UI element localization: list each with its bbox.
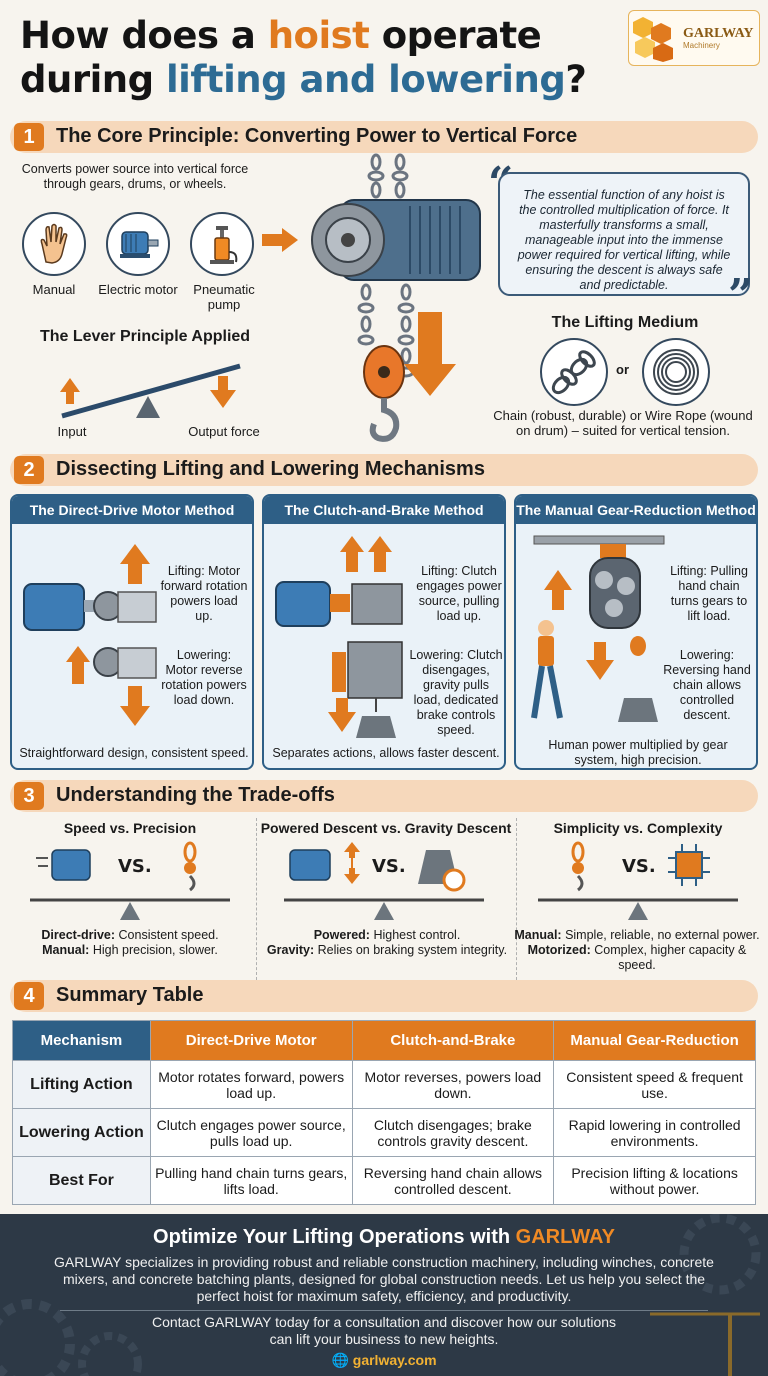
section-title: The Core Principle: Converting Power to … bbox=[56, 125, 578, 147]
table-row-header: Lifting Action bbox=[12, 1060, 151, 1109]
hand-icon bbox=[22, 212, 86, 276]
arrow-right-icon bbox=[262, 228, 298, 252]
source-label-pneumatic: Pneumatic pump bbox=[193, 282, 255, 312]
gear-background-icon bbox=[0, 1214, 761, 1376]
footer: Optimize Your Lifting Operations with GA… bbox=[0, 1214, 768, 1376]
tradeoff-text: Manual: Simple, reliable, no external po… bbox=[514, 928, 760, 972]
logo-name: GARLWAY bbox=[683, 26, 754, 41]
lever-title: The Lever Principle Applied bbox=[39, 328, 251, 345]
divider bbox=[256, 818, 257, 980]
pneumatic-pump-icon bbox=[190, 212, 254, 276]
panel-lift-text: Lifting: Pulling hand chain turns gears … bbox=[670, 564, 748, 623]
chain-icon bbox=[540, 338, 608, 406]
panel-title: The Direct-Drive Motor Method bbox=[12, 496, 252, 524]
vs-label: VS. bbox=[622, 856, 656, 877]
medium-text: Chain (robust, durable) or Wire Rope (wo… bbox=[493, 408, 753, 438]
table-header-row: Mechanism Direct-Drive Motor Clutch-and-… bbox=[12, 1020, 756, 1061]
footer-title: Optimize Your Lifting Operations with GA… bbox=[153, 1226, 615, 1248]
section-number: 3 bbox=[14, 782, 44, 810]
table-cell: Pulling hand chain turns gears, lifts lo… bbox=[149, 1156, 353, 1205]
medium-or: or bbox=[616, 362, 629, 377]
powered-gravity-scale-icon bbox=[284, 842, 484, 920]
clutch-brake-icon bbox=[275, 536, 403, 738]
table-cell: Reversing hand chain allows controlled d… bbox=[351, 1156, 555, 1205]
page-title: How does a hoist operate during lifting … bbox=[20, 14, 587, 101]
direct-drive-motor-icon bbox=[23, 544, 157, 726]
section-3-bar: 3 Understanding the Trade-offs bbox=[10, 780, 758, 812]
table-cell: Motor reverses, powers load down. bbox=[351, 1060, 555, 1109]
table-cell: Clutch engages power source, pulls load … bbox=[149, 1108, 353, 1157]
wire-rope-icon bbox=[642, 338, 710, 406]
panel-lower-text: Lowering: Motor reverse rotation powers … bbox=[161, 648, 247, 707]
tradeoff-title: Simplicity vs. Complexity bbox=[553, 820, 723, 836]
section-title: Understanding the Trade-offs bbox=[56, 784, 335, 806]
table-cell: Precision lifting & locations without po… bbox=[553, 1156, 756, 1205]
footer-contact: Contact GARLWAY today for a consultation… bbox=[151, 1314, 617, 1347]
core-intro-text: Converts power source into vertical forc… bbox=[21, 162, 249, 191]
table-header-cell: Mechanism bbox=[12, 1020, 151, 1061]
section-number: 1 bbox=[14, 123, 44, 151]
manual-gear-hoist-icon bbox=[531, 535, 665, 722]
table-row-header: Best For bbox=[12, 1156, 151, 1205]
table-header-cell: Direct-Drive Motor bbox=[149, 1020, 353, 1061]
section-title: Summary Table bbox=[56, 984, 204, 1006]
table-cell: Rapid lowering in controlled environment… bbox=[553, 1108, 756, 1157]
table-row: Best For Pulling hand chain turns gears,… bbox=[12, 1156, 756, 1205]
footer-divider bbox=[60, 1310, 708, 1311]
table-header-cell: Manual Gear-Reduction bbox=[553, 1020, 756, 1061]
manual-gear-panel: The Manual Gear-Reduction Method Lifting… bbox=[514, 494, 758, 770]
panel-title: The Manual Gear-Reduction Method bbox=[516, 496, 756, 524]
footer-body: GARLWAY specializes in providing robust … bbox=[54, 1254, 714, 1304]
direct-drive-panel: The Direct-Drive Motor Method Lifting: M… bbox=[10, 494, 254, 770]
panel-lift-text: Lifting: Motor forward rotation powers l… bbox=[160, 564, 248, 623]
panel-footer-text: Human power multiplied by gear system, h… bbox=[548, 738, 728, 767]
tradeoff-text: Powered: Highest control. Gravity: Relie… bbox=[266, 928, 508, 957]
section-number: 2 bbox=[14, 456, 44, 484]
section-title: Dissecting Lifting and Lowering Mechanis… bbox=[56, 458, 485, 480]
panel-footer-text: Separates actions, allows faster descent… bbox=[272, 746, 500, 760]
divider bbox=[516, 818, 517, 980]
table-row: Lowering Action Clutch engages power sou… bbox=[12, 1108, 756, 1157]
clutch-brake-panel: The Clutch-and-Brake Method Lifting: Clu… bbox=[262, 494, 506, 770]
lever-diagram-icon bbox=[60, 363, 241, 419]
source-label-electric: Electric motor bbox=[98, 282, 178, 297]
lever-output-label: Output force bbox=[188, 424, 260, 439]
panel-lower-text: Lowering: Reversing hand chain allows co… bbox=[663, 648, 751, 722]
medium-title: The Lifting Medium bbox=[551, 314, 699, 331]
speed-precision-scale-icon bbox=[30, 841, 230, 920]
tradeoff-title: Powered Descent vs. Gravity Descent bbox=[260, 820, 512, 836]
globe-icon: 🌐 bbox=[331, 1352, 349, 1368]
hexagon-logo-icon bbox=[633, 17, 673, 62]
panel-title: The Clutch-and-Brake Method bbox=[264, 496, 504, 524]
table-cell: Motor rotates forward, powers load up. bbox=[149, 1060, 353, 1109]
hoist-illustration-icon bbox=[311, 153, 481, 442]
core-quote: The essential function of any hoist is t… bbox=[498, 172, 750, 296]
website-link[interactable]: 🌐 garlway.com bbox=[320, 1352, 448, 1369]
electric-motor-icon bbox=[106, 212, 170, 276]
section-2-bar: 2 Dissecting Lifting and Lowering Mechan… bbox=[10, 454, 758, 486]
table-row: Lifting Action Motor rotates forward, po… bbox=[12, 1060, 756, 1109]
panel-footer-text: Straightforward design, consistent speed… bbox=[19, 746, 249, 760]
table-cell: Consistent speed & frequent use. bbox=[553, 1060, 756, 1109]
section-4-bar: 4 Summary Table bbox=[10, 980, 758, 1012]
table-cell: Clutch disengages; brake controls gravit… bbox=[351, 1108, 555, 1157]
garlway-logo[interactable]: GARLWAY Machinery bbox=[628, 10, 760, 66]
vs-label: VS. bbox=[372, 856, 406, 877]
section-number: 4 bbox=[14, 982, 44, 1010]
panel-lift-text: Lifting: Clutch engages power source, pu… bbox=[416, 564, 502, 623]
tradeoff-title: Speed vs. Precision bbox=[63, 820, 197, 836]
simplicity-complexity-scale-icon bbox=[538, 841, 738, 920]
source-label-manual: Manual bbox=[32, 282, 76, 297]
vs-label: VS. bbox=[118, 856, 152, 877]
table-header-cell: Clutch-and-Brake bbox=[351, 1020, 555, 1061]
summary-table: Mechanism Direct-Drive Motor Clutch-and-… bbox=[12, 1020, 756, 1205]
website-text: garlway.com bbox=[352, 1352, 437, 1368]
tradeoff-text: Direct-drive: Consistent speed. Manual: … bbox=[41, 928, 219, 957]
section-1-bar: 1 The Core Principle: Converting Power t… bbox=[10, 121, 758, 153]
lever-input-label: Input bbox=[57, 424, 87, 439]
logo-sub: Machinery bbox=[683, 41, 720, 50]
table-row-header: Lowering Action bbox=[12, 1108, 151, 1157]
panel-lower-text: Lowering: Clutch disengages, gravity pul… bbox=[409, 648, 503, 737]
close-quote-icon: ” bbox=[728, 270, 754, 321]
